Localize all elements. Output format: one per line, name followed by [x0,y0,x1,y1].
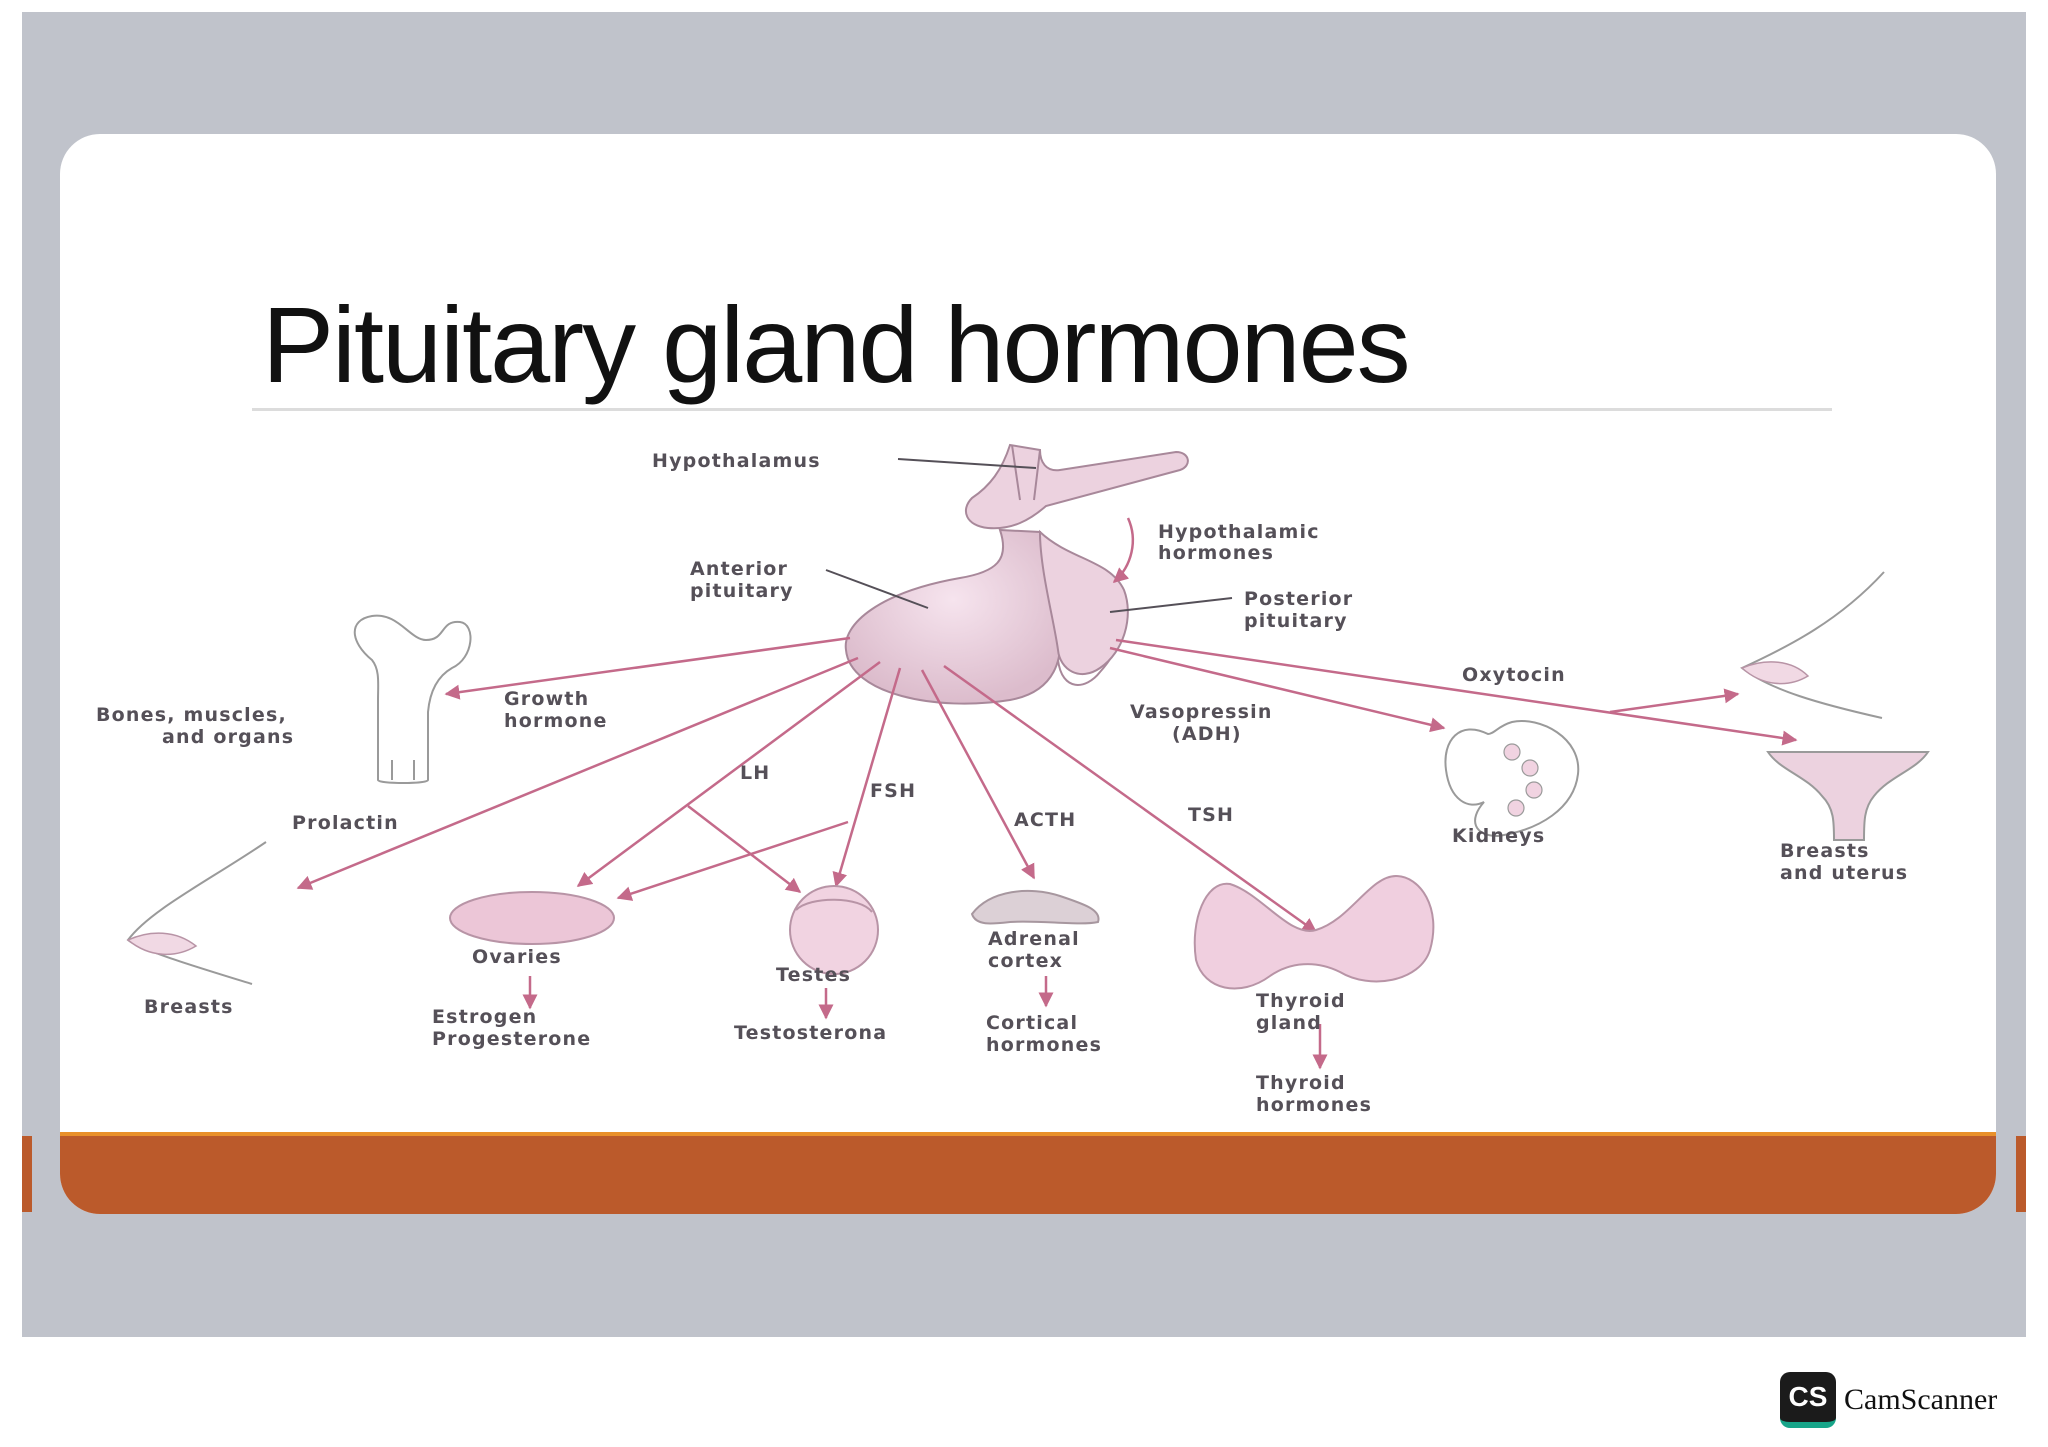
breast-left-shape [126,841,267,985]
label-bones-1: Bones, muscles, [96,704,287,726]
label-estrogen: Estrogen [432,1006,537,1028]
label-anterior-1: Anterior [690,558,788,580]
label-kidneys: Kidneys [1452,825,1545,847]
label-breasts-uterus-1: Breasts [1780,840,1870,862]
label-thyroid-hormones-1: Thyroid [1256,1072,1346,1094]
label-oxytocin: Oxytocin [1462,664,1566,686]
label-testosterone: Testosterona [734,1022,887,1044]
prolactin-arrow [296,656,859,890]
posterior-pointer [1109,597,1233,613]
left-accent-strip [22,1136,32,1212]
growth-hormone-arrow [444,636,851,700]
camscanner-logo-icon: CS [1780,1372,1836,1428]
label-prolactin: Prolactin [292,812,399,834]
label-adrenal-2: cortex [988,950,1063,972]
ovary-shape [449,891,615,945]
label-growth-2: hormone [504,710,608,732]
right-accent-strip [2016,1136,2026,1212]
hypothalamus-pointer [897,458,1037,469]
acth-arrow [920,669,1036,880]
label-thyroid-1: Thyroid [1256,990,1346,1012]
label-hypothalamus: Hypothalamus [652,450,821,472]
label-ovaries: Ovaries [472,946,562,968]
kidney-shape [1444,720,1580,838]
oxytocin-to-breast-arrow [1609,688,1740,714]
label-breasts: Breasts [144,996,234,1018]
label-thyroid-hormones-2: hormones [1256,1094,1372,1116]
bone-shape [353,614,472,784]
label-vasopressin-2: (ADH) [1172,723,1242,745]
slide-footer-bar [60,1132,1996,1214]
slide-title: Pituitary gland hormones [262,284,1411,405]
label-adrenal-1: Adrenal [988,928,1080,950]
tsh-arrow [943,664,1318,934]
label-tsh: TSH [1188,804,1234,826]
title-underline [252,408,1832,411]
lh-arrow [576,660,881,888]
lh-to-testes-arrow [687,805,802,893]
hypothalamic-hormones-arrow [1112,517,1135,583]
uterus-shape [1766,751,1930,841]
adrenal-shape [970,889,1100,925]
label-posterior-2: pituitary [1244,610,1348,632]
label-hypothalamic-1: Hypothalamic [1158,521,1320,543]
vasopressin-arrow [1109,646,1446,733]
label-testes: Testes [776,964,851,986]
label-fsh: FSH [870,780,916,802]
diagram-labels: Hypothalamus Hypothalamic hormones Anter… [96,450,1908,1116]
camscanner-name: CamScanner [1844,1383,1998,1416]
label-vasopressin-1: Vasopressin [1130,701,1273,723]
label-posterior-1: Posterior [1244,588,1353,610]
label-hypothalamic-2: hormones [1158,542,1274,564]
fsh-arrow [832,667,902,888]
camscanner-watermark: CS CamScanner [1780,1372,1997,1428]
hypothalamus-shape [964,443,1189,530]
label-cortical-2: hormones [986,1034,1102,1056]
posterior-pituitary-shape [1038,529,1129,675]
anterior-pointer [825,569,929,609]
label-cortical-1: Cortical [986,1012,1078,1034]
label-lh: LH [740,762,770,784]
label-bones-2: and organs [162,726,294,748]
label-growth-1: Growth [504,688,589,710]
label-progesterone: Progesterone [432,1028,591,1050]
oxytocin-arrow [1115,638,1798,746]
breast-right-shape [1740,571,1885,719]
label-anterior-2: pituitary [690,580,794,602]
label-breasts-uterus-2: and uterus [1780,862,1908,884]
fsh-to-ovaries-arrow [616,820,849,901]
testis-shape [789,885,879,975]
label-thyroid-2: gland [1256,1012,1322,1034]
thyroid-shape [1193,874,1435,990]
label-acth: ACTH [1014,809,1076,831]
